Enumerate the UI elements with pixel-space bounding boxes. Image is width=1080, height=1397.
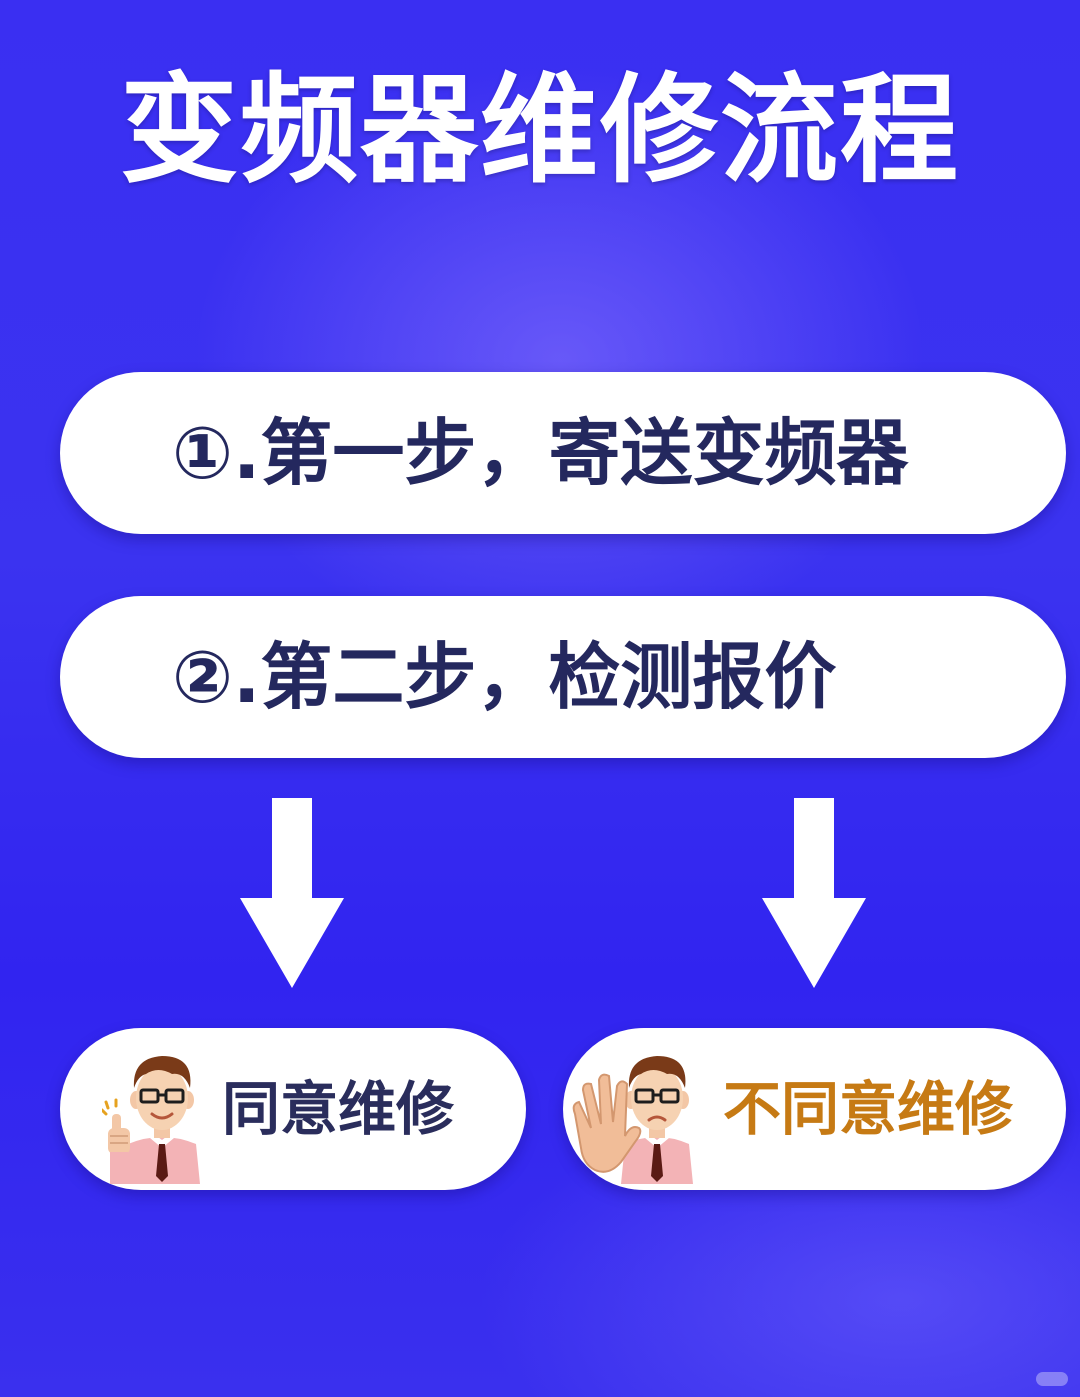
down-arrow-icon bbox=[240, 798, 344, 988]
disagree-repair-label: 不同意维修 bbox=[723, 1075, 1014, 1143]
down-arrow-icon bbox=[762, 798, 866, 988]
watermark-badge bbox=[1036, 1372, 1068, 1386]
agree-repair-label: 同意维修 bbox=[222, 1075, 455, 1143]
step-1-label: ①.第一步，寄送变频器 bbox=[172, 411, 909, 495]
disagree-repair-option: 不同意维修 bbox=[563, 1028, 1066, 1190]
step-1-card: ①.第一步，寄送变频器 bbox=[60, 372, 1066, 534]
step-2-card: ②.第二步，检测报价 bbox=[60, 596, 1066, 758]
page-title: 变频器维修流程 bbox=[119, 61, 960, 199]
step-2-label: ②.第二步，检测报价 bbox=[172, 635, 837, 719]
stop-hand-man-icon bbox=[572, 1056, 693, 1184]
agree-repair-option: 同意维修 bbox=[60, 1028, 526, 1190]
thumbs-up-man-icon bbox=[102, 1056, 200, 1184]
